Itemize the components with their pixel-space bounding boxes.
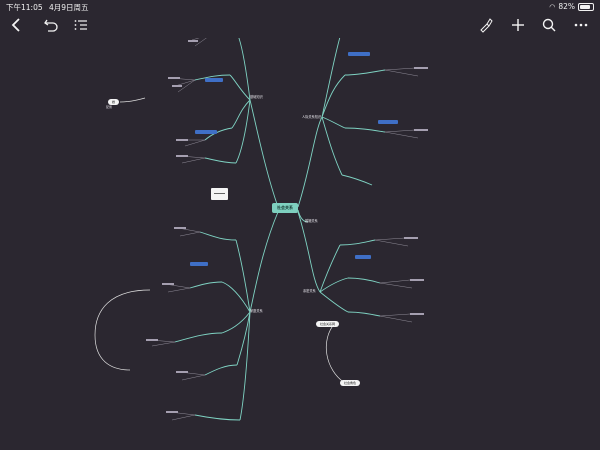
search-button[interactable] (538, 15, 560, 35)
embedded-image[interactable] (211, 188, 228, 200)
mindmap-connectors (94, 38, 428, 421)
battery-icon (578, 2, 594, 11)
toolbar (0, 12, 600, 38)
branch-top-right[interactable]: 人际关系知识 (302, 115, 322, 119)
undo-button[interactable] (40, 15, 62, 35)
add-button[interactable] (507, 15, 529, 35)
left-note-node[interactable]: 婚 (108, 99, 120, 105)
back-button[interactable] (6, 15, 28, 35)
bottom-pill-a[interactable]: 社会关系网 (316, 321, 340, 327)
mindmap-canvas[interactable]: 社会关系 基础知识 家庭关系 人际关系知识 亲密关系 婚姻关系 婚 配偶 社会关… (0, 38, 600, 450)
branch-bottom-right[interactable]: 亲密关系 (303, 289, 316, 293)
status-right: ◠ 82% (549, 2, 594, 11)
status-bar: 下午11:05 4月9日周五 ◠ 82% (0, 0, 600, 12)
back-icon (11, 18, 20, 32)
more-button[interactable] (570, 15, 592, 35)
branch-bottom-left[interactable]: 家庭关系 (250, 309, 263, 313)
branch-top-left[interactable]: 基础知识 (250, 95, 263, 99)
format-icon (480, 18, 493, 33)
status-time: 下午11:05 (6, 3, 43, 12)
status-date: 4月9日周五 (49, 3, 89, 12)
add-icon (512, 19, 524, 31)
search-icon (542, 18, 556, 32)
undo-icon (44, 19, 58, 32)
battery-fill (580, 4, 590, 9)
battery-percent: 82% (558, 2, 575, 11)
more-icon (574, 23, 588, 27)
left-note-title: 婚 (112, 100, 116, 104)
bottom-pill-b[interactable]: 社会角色 (340, 380, 361, 386)
branch-center-right[interactable]: 婚姻关系 (305, 219, 318, 223)
wifi-icon: ◠ (549, 2, 556, 11)
status-left: 下午11:05 4月9日周五 (6, 2, 93, 13)
outline-icon (74, 20, 87, 30)
left-note-sub[interactable]: 配偶 (106, 105, 113, 109)
format-button[interactable] (475, 15, 497, 35)
outline-button[interactable] (70, 15, 92, 35)
root-node[interactable]: 社会关系 (272, 203, 298, 213)
